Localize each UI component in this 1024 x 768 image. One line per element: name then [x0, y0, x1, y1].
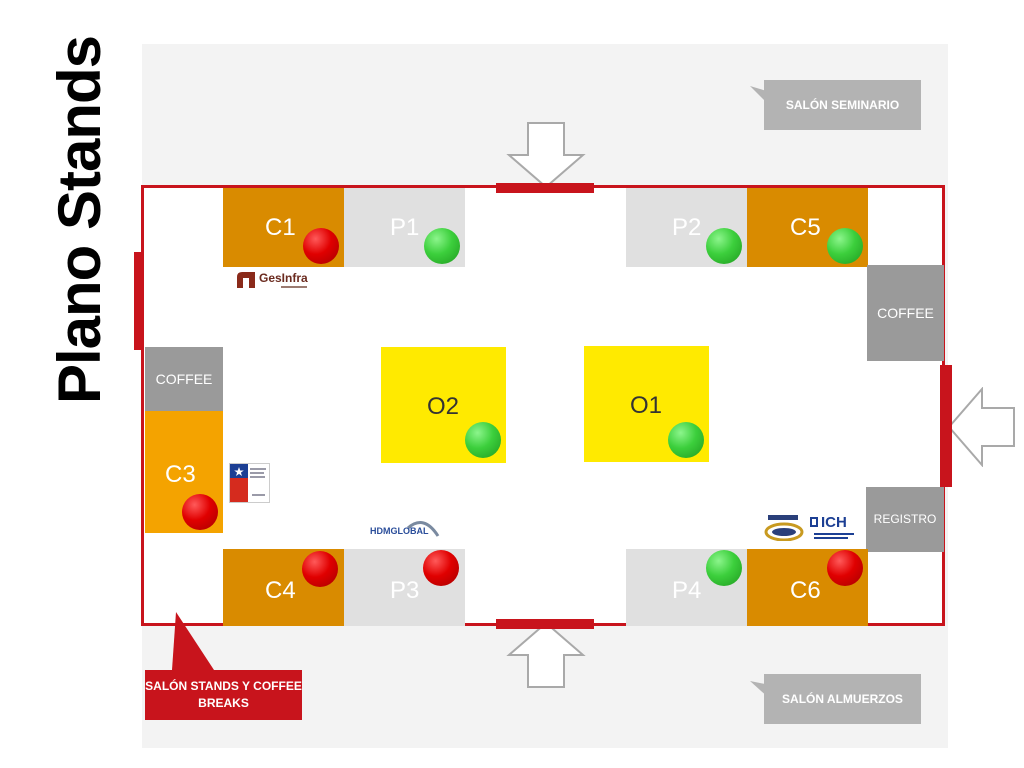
sponsor-logos-registro: ICH	[762, 513, 860, 543]
registro-label: REGISTRO	[873, 512, 937, 526]
ich-logo-text: ICH	[821, 514, 847, 531]
stand-label: C3	[165, 461, 196, 488]
stand-label: C4	[265, 577, 296, 604]
status-dot-c5-green	[827, 228, 863, 264]
gesinfra-subtitle-bar	[281, 286, 307, 288]
stand-label: C6	[790, 577, 821, 604]
status-dot-c4-red	[302, 551, 338, 587]
chile-flag-icon	[230, 464, 266, 502]
door-bottom	[496, 619, 594, 629]
door-top	[496, 183, 594, 193]
ministerio-logo	[229, 463, 270, 503]
salon-stands-label: SALÓN STANDS Y COFFEE BREAKS	[145, 670, 302, 720]
hdmglobal-swoosh-icon	[407, 521, 440, 537]
stand-label: P2	[672, 214, 702, 241]
callout-pointer-stands-icon	[172, 612, 214, 670]
salon-seminario-label: SALÓN SEMINARIO	[764, 80, 921, 130]
stand-label: O2	[427, 393, 460, 420]
coffee-label: COFFEE	[877, 305, 934, 321]
gesinfra-mark-icon	[237, 272, 255, 288]
status-dot-p1-green	[424, 228, 460, 264]
status-dot-p4-green	[706, 550, 742, 586]
coffee-station-right: COFFEE	[867, 265, 944, 361]
door-left	[134, 252, 142, 350]
status-dot-c1-red	[303, 228, 339, 264]
entrance-arrow-right-icon	[947, 387, 1015, 467]
ich-mark-icon	[810, 517, 854, 539]
status-dot-c6-red	[827, 550, 863, 586]
door-right	[940, 365, 952, 487]
stand-label: P4	[672, 577, 702, 604]
entrance-arrow-bottom-icon	[506, 621, 586, 688]
stand-label: C5	[790, 214, 821, 241]
status-dot-o2-green	[465, 422, 501, 458]
registro-desk: REGISTRO	[866, 487, 944, 552]
page-title: Plano Stands	[46, 35, 113, 405]
entrance-arrow-top-icon	[506, 122, 586, 189]
status-dot-c3-red	[182, 494, 218, 530]
status-dot-o1-green	[668, 422, 704, 458]
stand-p2[interactable]: P2	[626, 188, 747, 267]
hdmglobal-logo-text: HDMGLOBAL	[370, 526, 429, 536]
stand-label: O1	[630, 392, 663, 419]
coffee-station-left: COFFEE	[145, 347, 223, 411]
stand-label: C1	[265, 214, 296, 241]
gesinfra-logo: GesInfra	[237, 270, 313, 290]
stand-label: P1	[390, 214, 420, 241]
gesinfra-logo-text: GesInfra	[259, 271, 308, 285]
hdmglobal-logo: HDMGLOBAL	[370, 516, 442, 540]
status-dot-p2-green	[706, 228, 742, 264]
sponsor-seal-icon	[764, 515, 804, 541]
stand-label: P3	[390, 577, 420, 604]
coffee-label: COFFEE	[155, 371, 213, 387]
status-dot-p3-red	[423, 550, 459, 586]
salon-almuerzos-label: SALÓN ALMUERZOS	[764, 674, 921, 724]
